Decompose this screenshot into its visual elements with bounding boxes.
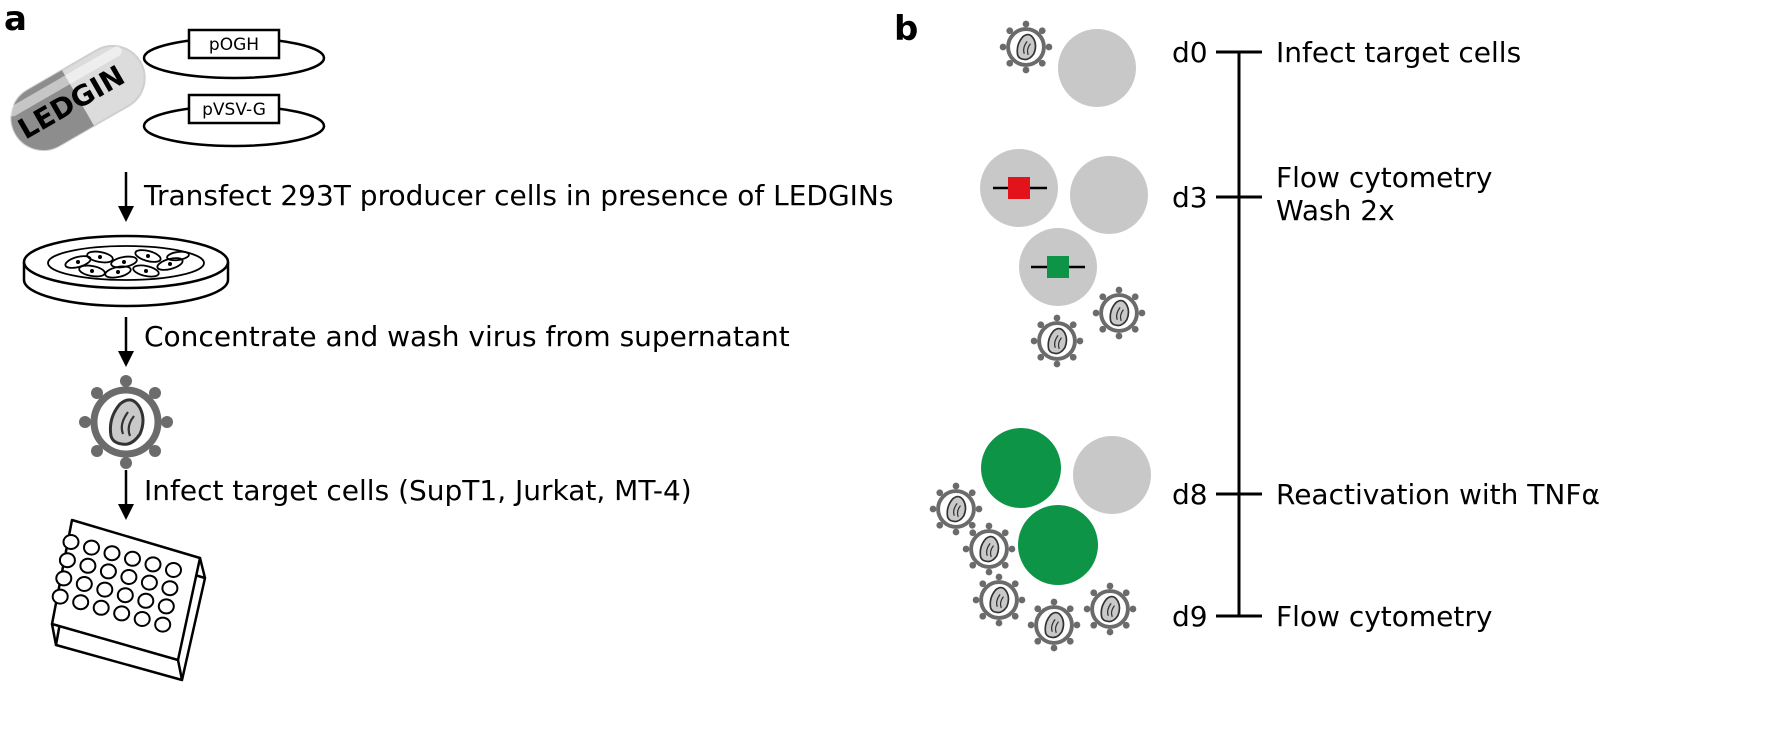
timeline-tick-d8: d8 Reactivation with TNFα xyxy=(1172,478,1600,511)
well xyxy=(55,570,73,587)
well-plate-icon xyxy=(50,518,207,682)
plasmid-label-1: pOGH xyxy=(209,35,259,55)
step-infect: Infect target cells (SupT1, Jurkat, MT-4… xyxy=(144,474,692,507)
well xyxy=(124,550,141,567)
well xyxy=(140,574,158,591)
well xyxy=(92,599,110,616)
well xyxy=(113,605,131,622)
step-concentrate: Concentrate and wash virus from supernat… xyxy=(144,320,790,353)
timeline-tick-d0: d0 Infect target cells xyxy=(1172,36,1521,69)
timeline-tick-d3: d3 Flow cytometry Wash 2x xyxy=(1172,161,1492,227)
well xyxy=(75,576,93,592)
virus-particle-icon xyxy=(971,572,1027,628)
well xyxy=(62,534,80,550)
uninfected-cell xyxy=(1073,436,1151,514)
virus-particle-icon xyxy=(961,521,1017,577)
well xyxy=(72,594,90,611)
well xyxy=(51,588,69,605)
virus-particle-icon xyxy=(1091,285,1147,341)
step-transfect: Transfect 293T producer cells in presenc… xyxy=(143,179,893,212)
day-label: d3 xyxy=(1172,181,1208,214)
event-label: Reactivation with TNFα xyxy=(1276,478,1600,511)
well xyxy=(154,616,172,633)
infected-cell-green xyxy=(1019,228,1097,306)
infected-cell-red xyxy=(980,149,1058,227)
arrow-down-icon xyxy=(118,470,134,520)
event-label: Infect target cells xyxy=(1276,36,1521,69)
panel-b-label: b xyxy=(894,9,918,49)
plasmid-pvsvg-icon: pVSV-G xyxy=(142,93,326,148)
well xyxy=(165,562,182,578)
plasmid-pogh-icon: pOGH xyxy=(142,28,326,80)
day-label: d0 xyxy=(1172,36,1208,69)
virus-particle-icon xyxy=(1026,597,1082,653)
well xyxy=(157,598,175,615)
plasmid-label-2: pVSV-G xyxy=(202,100,266,120)
well xyxy=(58,552,76,569)
well xyxy=(99,563,117,580)
well xyxy=(144,556,162,573)
well xyxy=(120,569,138,585)
ledgin-pill-icon: LEDGIN xyxy=(7,45,146,151)
event-label: Flow cytometry xyxy=(1276,161,1492,194)
well xyxy=(161,580,179,597)
petri-dish-icon xyxy=(22,234,230,308)
uninfected-cell xyxy=(1058,29,1136,107)
reactivated-cell-green xyxy=(981,428,1061,508)
panel-a-label: a xyxy=(4,0,27,39)
event-label: Wash 2x xyxy=(1276,194,1395,227)
arrow-down-icon xyxy=(118,172,134,222)
arrow-down-icon xyxy=(118,317,134,367)
well xyxy=(96,581,114,598)
reactivated-cell-green xyxy=(1018,505,1098,585)
well xyxy=(83,539,100,556)
uninfected-cell xyxy=(1070,156,1148,234)
event-label: Flow cytometry xyxy=(1276,600,1492,633)
day-label: d8 xyxy=(1172,478,1208,511)
well xyxy=(133,611,151,627)
well xyxy=(103,545,121,562)
virus-particle-icon xyxy=(928,481,984,537)
well xyxy=(79,557,97,574)
day-label: d9 xyxy=(1172,600,1208,633)
well xyxy=(116,587,134,604)
virus-particle-icon xyxy=(1082,581,1138,637)
well xyxy=(137,592,155,609)
virus-particle-icon xyxy=(79,375,173,469)
timeline-tick-d9: d9 Flow cytometry xyxy=(1172,600,1492,633)
virus-particle-icon xyxy=(1029,313,1085,369)
virus-particle-icon xyxy=(998,19,1054,75)
